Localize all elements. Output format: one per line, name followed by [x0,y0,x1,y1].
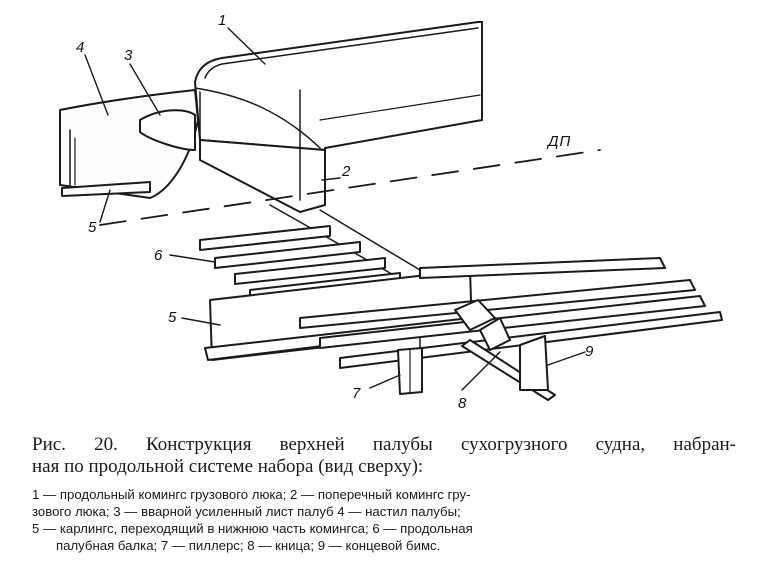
center-line [99,149,601,226]
caption-line-1: Рис. 20. Конструкция верхней палубы сухо… [32,434,736,455]
figure-legend: 1 — продольный комингс грузового люка; 2… [32,486,736,554]
legend-row: зового люка; 3 — вварной усиленный лист … [32,504,461,519]
legend-row: палубная балка; 7 — пиллерс; 8 — кница; … [56,538,441,553]
knee-bracket [454,299,496,331]
deck-beams-lower [299,257,723,369]
label-dp: ДП [546,133,571,150]
figure-caption: Рис. 20. Конструкция верхней палубы сухо… [32,434,736,478]
transverse-coaming [199,139,326,213]
label-4: 4 [76,39,84,56]
label-5-upper: 5 [88,219,97,236]
caption-line-2: ная по продольной системе набора (вид св… [32,456,424,477]
end-beam-web [519,335,549,391]
legend-row: 5 — карлингс, переходящий в нижнюю часть… [32,521,473,536]
deck-structure-figure: 1 3 4 2 5 6 5 7 8 9 ДП [59,12,723,412]
carling-left [61,181,151,197]
label-8: 8 [458,395,467,412]
longitudinal-coaming [194,21,483,151]
reinforced-deck-plate [139,109,196,151]
label-3: 3 [124,47,133,64]
label-2: 2 [341,163,351,180]
label-9: 9 [585,343,594,360]
deck-structure-drawing: 1 3 4 2 5 6 5 7 8 9 ДП [59,12,723,412]
label-7: 7 [352,385,361,402]
label-1: 1 [218,12,226,29]
legend-row: 1 — продольный комингс грузового люка; 2… [32,487,471,502]
label-5-lower: 5 [168,309,177,326]
label-6: 6 [154,247,163,264]
leader-lines [84,27,586,391]
